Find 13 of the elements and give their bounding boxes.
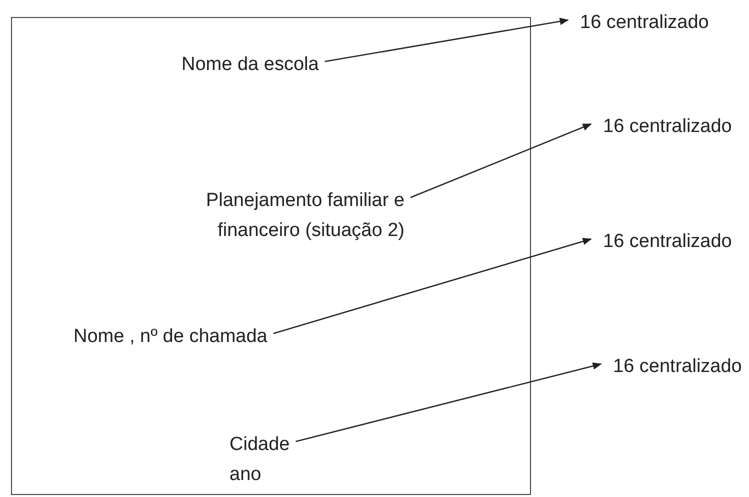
page-text: Cidade ano	[230, 430, 320, 490]
page-text: Nome , nº de chamada	[74, 322, 336, 352]
annotation-note: 16 centralizado	[580, 8, 730, 38]
arrow	[410, 123, 592, 198]
arrow	[273, 238, 592, 334]
page-text: Nome da escola	[182, 50, 372, 80]
arrow	[324, 18, 569, 62]
annotation-note: 16 centralizado	[603, 227, 748, 257]
arrow	[296, 362, 602, 442]
annotation-note: 16 centralizado	[613, 352, 748, 382]
page-outline	[11, 17, 531, 495]
annotation-note: 16 centralizado	[603, 112, 748, 142]
page-text: Planejamento familiar e financeiro (situação 2)	[130, 186, 404, 246]
